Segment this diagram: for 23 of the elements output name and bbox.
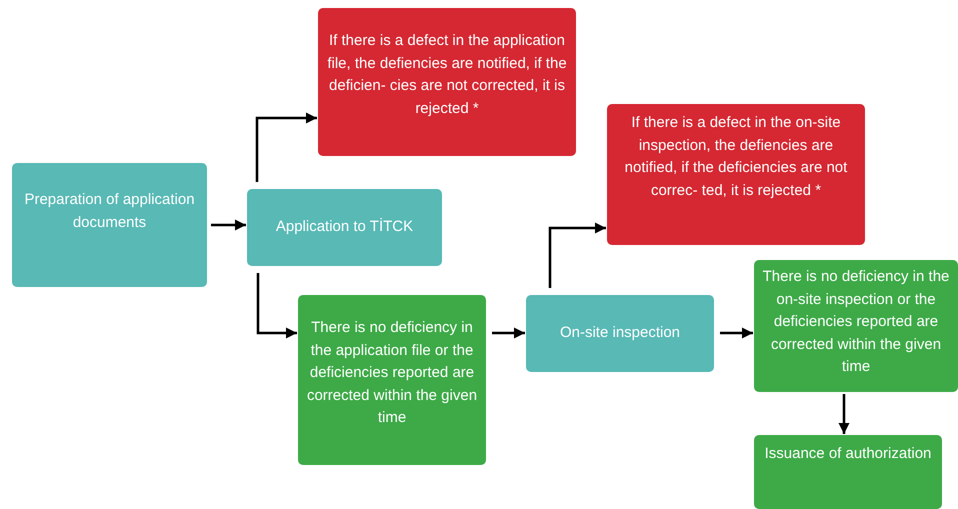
process-box: [247, 189, 442, 266]
box-text: Preparation of application documents: [23, 190, 196, 232]
arrow: [838, 394, 850, 434]
box-text: Issuance of authorization: [764, 444, 932, 464]
outcome-box: [298, 295, 486, 465]
box-text: If there is a defect in the on-site inspection, the defiencies are notified, if the deficiencies are not correc- ted, it is rejected *: [624, 113, 848, 200]
arrow: [548, 222, 606, 288]
arrow: [492, 327, 525, 339]
box-text: There is no deficiency in the application file or the deficiencies reported are corrected within the given time: [306, 318, 478, 428]
process-box: [526, 295, 714, 372]
process-box: [12, 163, 207, 287]
outcome-box: [754, 260, 958, 392]
box-text: If there is a defect in the application file, the defiencies are notified, if the deficien- cies are not corrected, it is rejected *: [326, 31, 568, 118]
arrow: [256, 273, 297, 339]
box-text: There is no deficiency in the on-site inspection or the deficiencies reported are corrected within the given time: [762, 267, 950, 377]
arrow: [256, 112, 317, 182]
box-text: Application to TİTCK: [276, 217, 414, 238]
box-text: On-site inspection: [560, 323, 680, 344]
rejection-box: [607, 104, 865, 245]
outcome-box: [754, 435, 942, 509]
arrow: [211, 219, 246, 231]
arrow: [720, 327, 753, 339]
rejection-box: [318, 8, 576, 156]
